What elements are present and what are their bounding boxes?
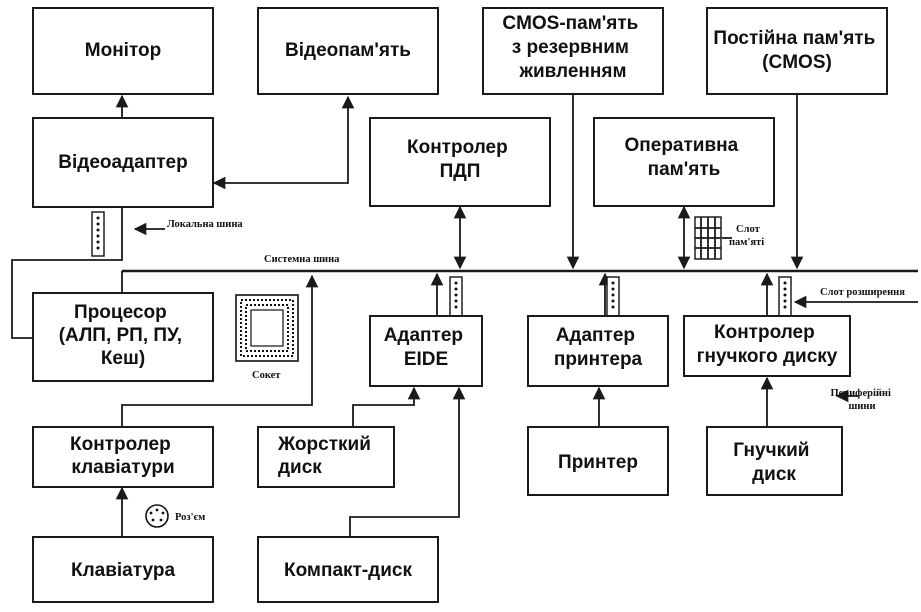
- printer-adapter-label: Адаптер принтера: [554, 325, 643, 370]
- block-keyboard: Клавіатура: [32, 536, 214, 603]
- wire-videoadapter-cpu: [11, 208, 123, 339]
- expansion-slot-label: Слот розширення: [820, 287, 905, 298]
- cpu-socket-icon: [235, 294, 299, 362]
- system-bus-label: Системна шина: [264, 254, 340, 265]
- wire-hdd-eide: [352, 386, 421, 427]
- eide-adapter-label: Адаптер EIDE: [384, 325, 469, 370]
- block-cpu: Процесор (АЛП, РП, ПУ, Кеш): [32, 292, 214, 382]
- slot-eide: [449, 276, 463, 318]
- slot-local-bus: [91, 211, 105, 257]
- hard-disk-label: Жорсткий диск: [277, 434, 376, 478]
- slot-printer-adapter: [606, 276, 620, 318]
- connector-label: Роз'єм: [175, 512, 205, 523]
- block-videoadapter: Відеоадаптер: [32, 117, 214, 208]
- keyboard-label: Клавіатура: [71, 560, 175, 581]
- block-eide-adapter: Адаптер EIDE: [369, 315, 483, 387]
- keyboard-controller-label: Контролер клавіатури: [70, 434, 176, 478]
- block-printer: Принтер: [527, 426, 669, 496]
- socket-label: Сокет: [252, 370, 281, 381]
- block-floppy-controller: Контролер гнучкого диску: [683, 315, 851, 377]
- connections: [11, 94, 918, 537]
- dma-controller-label: Контролер ПДП: [407, 137, 513, 182]
- cpu-label: Процесор (АЛП, РП, ПУ, Кеш): [59, 302, 188, 369]
- din-connector-icon: [145, 504, 169, 528]
- block-video-memory: Відеопам'ять: [257, 7, 439, 95]
- block-hard-disk: Жорсткий диск: [257, 426, 395, 488]
- block-cdrom: Компакт-диск: [257, 536, 439, 603]
- block-cmos-backup: CMOS-пам'ять з резервним живленням: [482, 7, 664, 95]
- video-memory-label: Відеопам'ять: [285, 40, 411, 61]
- wire-cdrom-eide: [349, 386, 466, 537]
- slot-memory: [694, 216, 722, 260]
- local-bus-label: Локальна шина: [167, 219, 243, 230]
- cdrom-label: Компакт-диск: [284, 560, 412, 581]
- rom-label: Постійна пам'ять (CMOS): [713, 28, 880, 73]
- wire-videoadapter-videomem: [212, 95, 355, 190]
- videoadapter-label: Відеоадаптер: [58, 152, 187, 173]
- block-rom: Постійна пам'ять (CMOS): [706, 7, 888, 95]
- block-floppy-disk: Гнучкий диск: [706, 426, 843, 496]
- floppy-controller-label: Контролер гнучкого диску: [697, 322, 838, 367]
- block-monitor: Монітор: [32, 7, 214, 95]
- cmos-backup-label: CMOS-пам'ять з резервним живленням: [502, 13, 643, 82]
- block-ram: Оперативна пам'ять: [593, 117, 775, 207]
- block-dma-controller: Контролер ПДП: [369, 117, 551, 207]
- peripheral-bus-label: Периферійні шини: [830, 388, 893, 412]
- monitor-label: Монітор: [85, 40, 161, 61]
- block-printer-adapter: Адаптер принтера: [527, 315, 669, 387]
- ram-label: Оперативна пам'ять: [625, 135, 744, 180]
- printer-label: Принтер: [558, 452, 638, 473]
- floppy-disk-label: Гнучкий диск: [733, 440, 815, 485]
- wire-kbdctrl-bus: [121, 274, 319, 427]
- memory-slot-label: Слот пам'яті: [729, 224, 764, 248]
- slot-expansion: [778, 276, 792, 318]
- block-keyboard-controller: Контролер клавіатури: [32, 426, 214, 488]
